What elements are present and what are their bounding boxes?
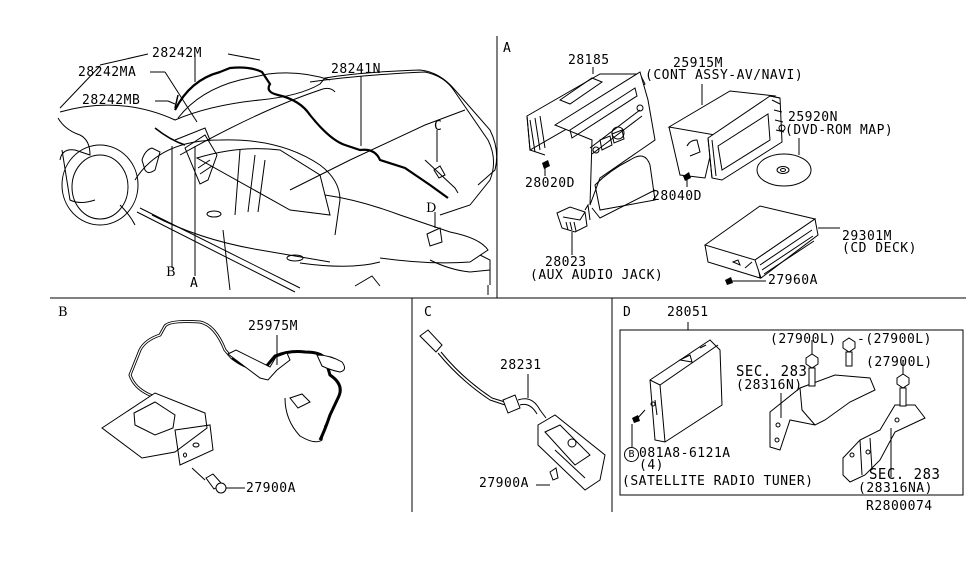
nav-unit-25915M-drawing	[667, 84, 786, 187]
part-label-27900A-c: 27900A	[479, 475, 529, 492]
bolt-b-symbol: B	[624, 447, 639, 462]
part-label-28040D: 28040D	[652, 188, 702, 205]
part-desc-cont-assy-av-navi: (CONT ASSY-AV/NAVI)	[645, 67, 804, 84]
part-label-28051: 28051	[667, 304, 709, 321]
part-label-29301M: 29301M	[842, 228, 892, 245]
overview-leaders	[59, 53, 362, 276]
part-desc-satellite-radio-tuner: (SATELLITE RADIO TUNER)	[622, 473, 814, 490]
callout-c-label: C	[434, 118, 443, 135]
part-desc-cd-deck: (CD DECK)	[842, 240, 917, 257]
dvd-disc-25920N-drawing	[756, 138, 812, 187]
panel-c-letter: C	[424, 304, 433, 321]
panel-dividers	[50, 36, 966, 512]
section-label-sec-283-a: SEC. 283	[736, 363, 808, 381]
diagram-id: R2800074	[866, 498, 933, 515]
section-ref-28316NA: (28316NA)	[858, 480, 933, 497]
gps-antenna-25975M-drawing	[101, 320, 346, 494]
part-label-28020D: 28020D	[525, 175, 575, 192]
car-illustration	[57, 69, 498, 293]
bracket-28316NA-drawing	[842, 404, 926, 483]
part-label-27900L-3: (27900L)	[866, 354, 933, 371]
part-label-081A8-6121A: 081A8-6121A	[639, 445, 731, 462]
part-label-28231: 28231	[500, 357, 542, 374]
antenna-amp-28231-drawing	[419, 329, 606, 491]
callout-b-label: B	[166, 265, 176, 280]
part-desc-dvd-rom-map: (DVD-ROM MAP)	[785, 122, 894, 139]
part-label-27900L-1: (27900L)	[770, 331, 837, 348]
panel-a-letter: A	[503, 40, 512, 57]
part-label-27900A: 27900A	[246, 480, 296, 497]
part-label-28242M: 28242M	[152, 45, 202, 62]
head-unit-28185-drawing	[526, 67, 656, 219]
part-qty-4: (4)	[639, 457, 664, 474]
section-label-sec-283-b: SEC. 283	[869, 466, 941, 484]
callout-d-label: D	[426, 201, 437, 216]
satellite-tuner-28051-drawing	[619, 322, 964, 496]
part-label-27900L-2: -(27900L)	[857, 331, 932, 348]
part-desc-aux-audio-jack: (AUX AUDIO JACK)	[530, 267, 664, 284]
part-label-28242MA: 28242MA	[78, 64, 137, 81]
part-label-28241N: 28241N	[331, 61, 381, 78]
aux-jack-28023-drawing	[556, 203, 591, 255]
part-label-28185: 28185	[568, 52, 610, 69]
part-label-25975M: 25975M	[248, 318, 298, 335]
panel-b-letter: B	[58, 305, 68, 320]
antenna-harness-lines	[154, 66, 449, 199]
part-label-25915M: 25915M	[673, 55, 723, 72]
cd-deck-29301M-drawing	[703, 205, 840, 285]
bracket-28316N-drawing	[769, 374, 876, 451]
part-label-27960A: 27960A	[768, 272, 818, 289]
panel-d-letter: D	[623, 304, 632, 321]
part-label-28023: 28023	[545, 254, 587, 271]
section-ref-28316N: (28316N)	[736, 377, 803, 394]
part-label-28242MB: 28242MB	[82, 92, 141, 109]
bolts-27900L-drawing	[805, 337, 910, 407]
callout-a-label: A	[190, 275, 199, 292]
part-label-25920N: 25920N	[788, 109, 838, 126]
